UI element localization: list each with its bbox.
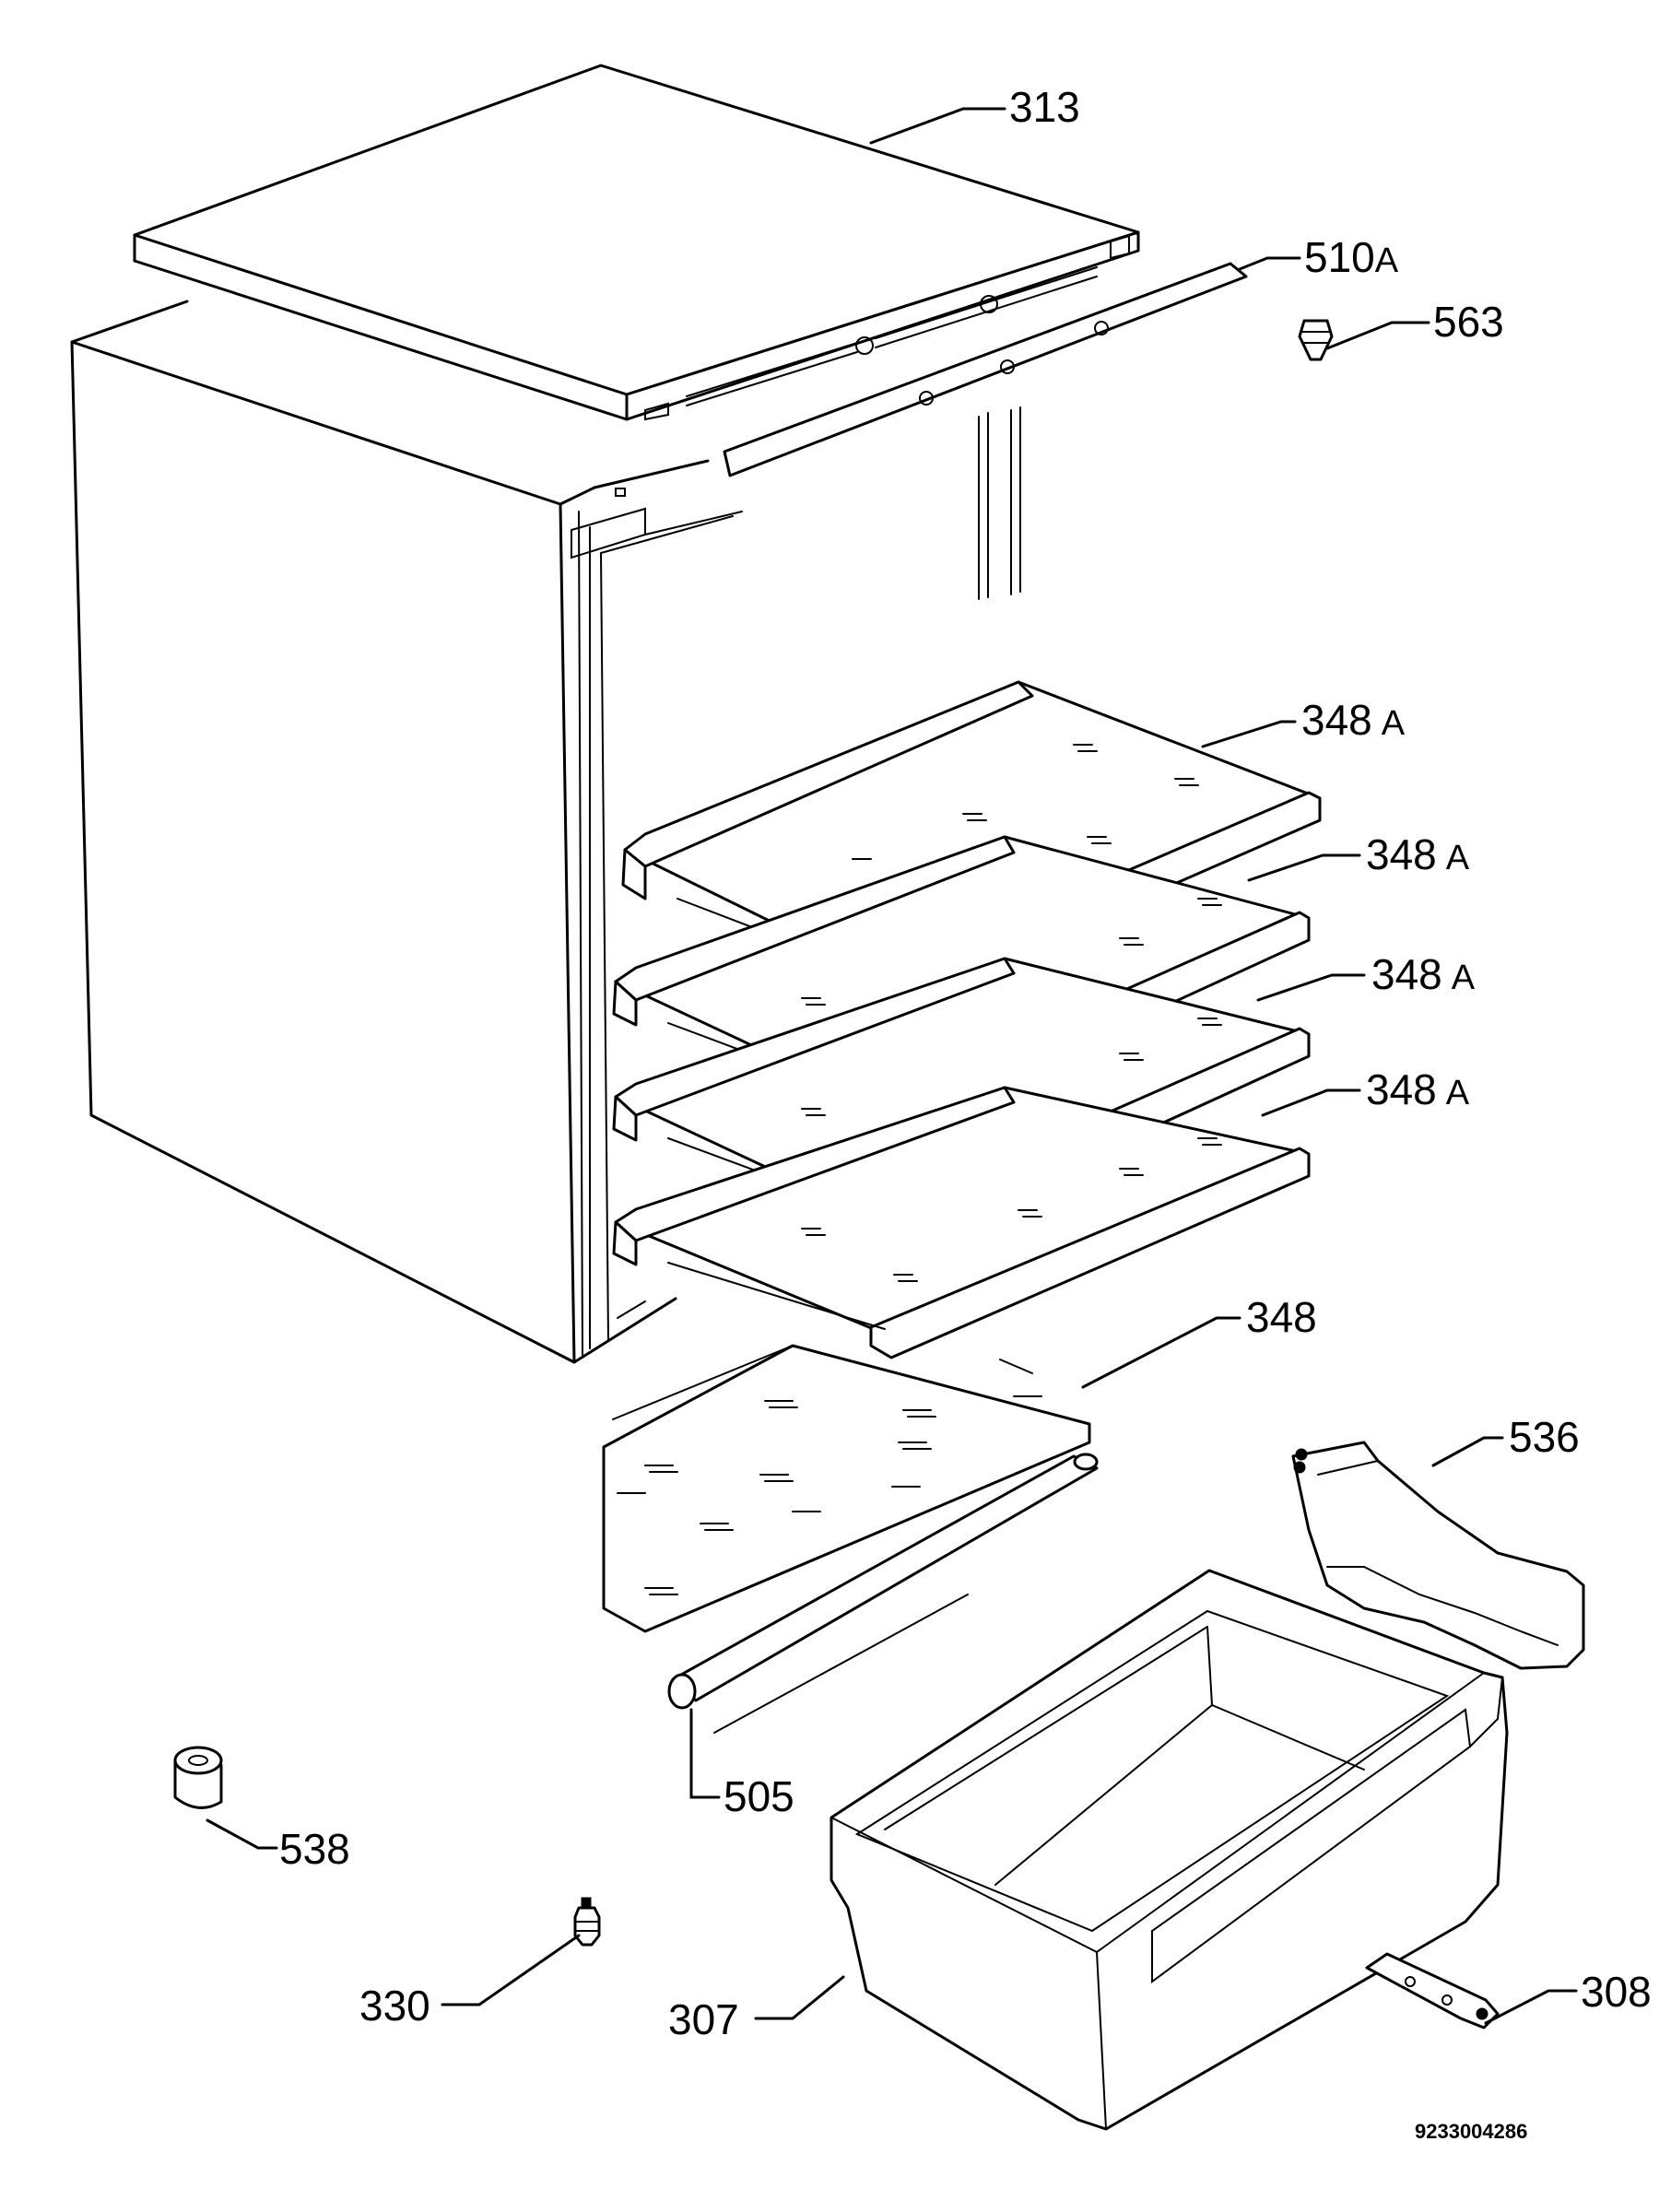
screw-330: [573, 1897, 601, 1947]
label-330: 330: [359, 1982, 430, 2030]
label-307: 307: [668, 1995, 739, 2043]
glass-shelf-348a-4: [612, 1086, 1311, 1359]
rear-channel: [978, 406, 1021, 600]
trim-strip-505: [667, 1453, 1099, 1734]
leader-lines: [206, 107, 1578, 2025]
label-538: 538: [279, 1825, 350, 1873]
label-510a: 510A: [1304, 233, 1399, 281]
label-313: 313: [1009, 83, 1080, 131]
label-563: 563: [1433, 298, 1504, 346]
foot-538: [173, 1746, 223, 1809]
hinge-plate-308: [1365, 1952, 1500, 2030]
cabinet-body: [70, 300, 743, 1364]
crisper-drawer-307: [830, 1569, 1509, 2131]
label-505: 505: [724, 1772, 794, 1820]
label-536: 536: [1509, 1413, 1580, 1461]
door-balcony-536: [1291, 1441, 1585, 1670]
label-348: 348: [1246, 1293, 1317, 1341]
document-number: 9233004286: [1415, 2120, 1527, 2143]
screw-563: [1298, 319, 1334, 361]
glass-plate-348: [602, 1344, 1091, 1633]
front-strip-510a: [723, 262, 1248, 477]
top-cover-313: [133, 64, 1140, 421]
label-308: 308: [1581, 1968, 1652, 2016]
